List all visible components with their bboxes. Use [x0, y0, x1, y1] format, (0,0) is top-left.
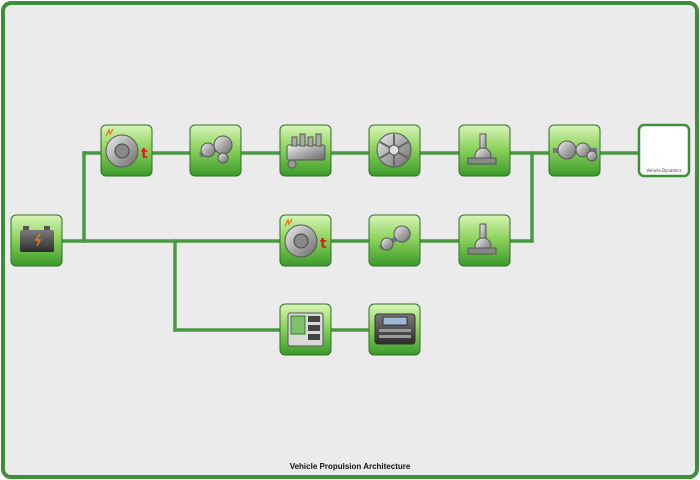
gearbox-top-node[interactable] [189, 124, 242, 177]
differential-node[interactable] [548, 124, 601, 177]
gearbox-mid-node[interactable] [368, 214, 421, 267]
diagram-title: Vehicle Propulsion Architecture [289, 462, 411, 471]
svg-text:t: t [320, 236, 327, 252]
display-panel-icon [374, 313, 416, 345]
fan-node[interactable] [368, 124, 421, 177]
gearbox-icon [378, 225, 411, 251]
drivetrain-icon [467, 223, 497, 255]
motor-mid-node[interactable]: t [279, 214, 332, 267]
drivetrain-top-node[interactable] [458, 124, 511, 177]
battery-node[interactable] [10, 214, 63, 267]
electric-motor-icon: t [284, 217, 327, 258]
motor-top-node[interactable]: t [100, 124, 153, 177]
drivetrain-icon [467, 133, 497, 165]
gearbox-icon [198, 135, 233, 164]
display-node[interactable] [368, 303, 421, 356]
controller-node[interactable] [279, 303, 332, 356]
differential-icon [553, 140, 598, 162]
drivetrain-mid-node[interactable] [458, 214, 511, 267]
engine-node[interactable] [279, 124, 332, 177]
electric-motor-icon: t [105, 127, 148, 168]
engine-block-icon [286, 133, 326, 169]
fan-icon [376, 132, 412, 168]
controller-icon [287, 312, 324, 347]
vehicle-output-node[interactable] [637, 123, 691, 178]
vehicle-output-label: Vehicle Dynamics [646, 168, 682, 173]
svg-text:t: t [141, 146, 148, 162]
battery-icon [20, 226, 54, 252]
